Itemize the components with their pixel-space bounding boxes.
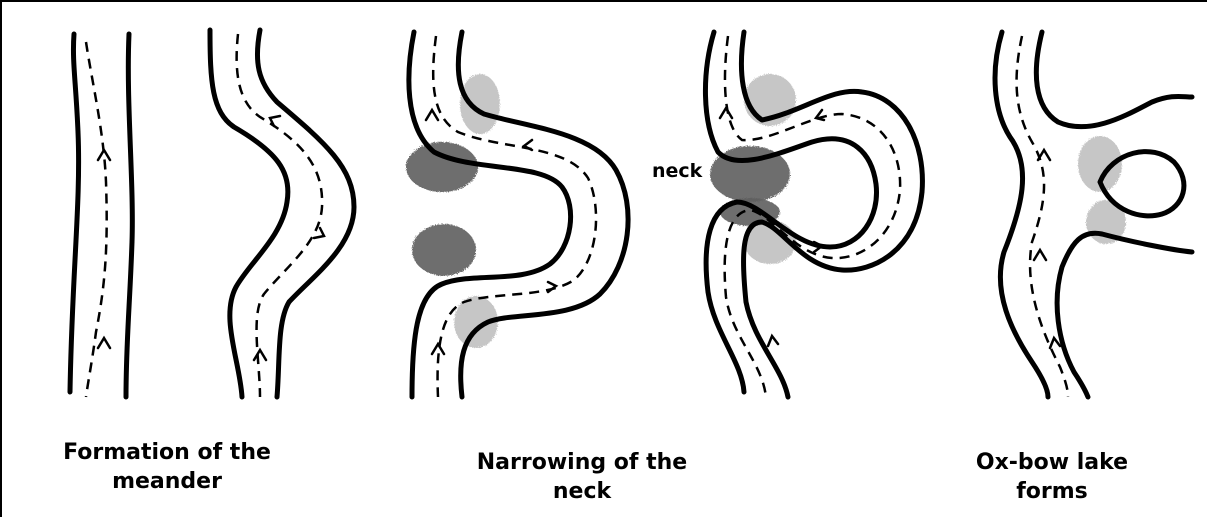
flow-arrow [254,350,266,360]
deposition-zone [460,74,500,134]
caption-line: meander [42,467,292,496]
flow-arrow [1050,338,1060,348]
flow-arrow [98,150,110,160]
stage-5-oxbow-lake [995,32,1192,397]
flow-arrow [816,110,824,120]
river-right-bank [126,34,132,397]
caption-oxbow: Ox-bow lake forms [952,448,1152,506]
caption-formation: Formation of the meander [42,438,292,496]
river-left-bank [70,34,79,392]
river-left-bank [210,30,288,397]
caption-line: Ox-bow lake [952,448,1152,477]
stage-3-s-meander [406,32,628,397]
caption-line: Formation of the [42,438,292,467]
flow-arrow [98,338,110,348]
flow-arrow [548,282,556,292]
river-right-bank [257,30,354,397]
caption-line: forms [952,477,1152,506]
river-right-bank [1057,233,1192,397]
caption-narrowing: Narrowing of the neck [447,448,717,506]
river-right-bank [1036,32,1192,127]
flow-line [86,42,107,397]
flow-arrow [1038,150,1050,160]
neck-label: neck [652,160,702,182]
erosion-zone [406,142,478,192]
flow-arrow [432,344,444,354]
stage-2-initial-bend [210,30,354,397]
caption-line: Narrowing of the [447,448,717,477]
stage-4-narrow-neck [705,32,922,397]
caption-line: neck [447,477,717,506]
river-left-bank [995,32,1048,397]
erosion-zone [412,224,476,276]
flow-arrow [1034,250,1046,260]
flow-arrow [426,110,438,120]
flow-arrow [768,336,778,346]
flow-arrow [720,108,732,118]
stage-1-straight-river [70,34,132,397]
